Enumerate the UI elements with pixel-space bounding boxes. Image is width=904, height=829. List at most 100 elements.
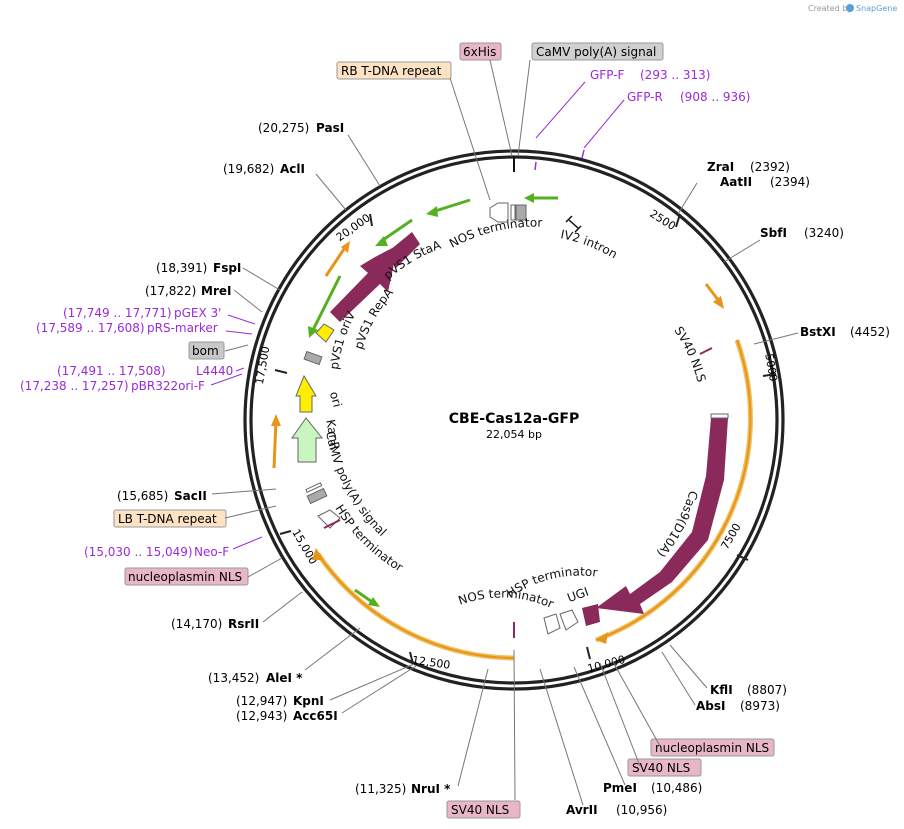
enzyme-sacii-pos: (15,685) [117, 489, 168, 503]
enzyme-absi-pos: (8973) [740, 699, 780, 713]
tick-label-17500: 17,500 [253, 345, 272, 385]
tick-label-5000: 5000 [762, 353, 780, 383]
label-box-nucleoplasmin-right [650, 738, 775, 757]
cds-arc-right-core [595, 339, 752, 641]
cds-arc-bottom-head [312, 548, 324, 560]
enzyme-fspi-pos: (18,391) [156, 261, 207, 275]
primer-leader-lines [210, 81, 625, 550]
enzyme-avrii-pos: (10,956) [616, 803, 667, 817]
label-rb-tdna: RB T-DNA repeat [341, 64, 442, 78]
enzyme-labels: ZraI (2392) AatII (2394) SbfI (3240) Bst… [117, 121, 890, 817]
enzyme-mrei-pos: (17,822) [145, 284, 196, 298]
feature-label-ugi: UGI [565, 585, 590, 606]
leader-lines [211, 59, 799, 806]
kanr-arrow [291, 417, 324, 463]
feature-label-iv2: IV2 intron [559, 227, 619, 261]
enzyme-kpni: KpnI [293, 694, 324, 708]
enzyme-rsrii: RsrII [228, 617, 259, 631]
hsp-terminator-bottom-shape [559, 609, 579, 631]
label-box-sv40-right [627, 758, 702, 777]
tick-label-15000: 15,000 [289, 527, 320, 567]
enzyme-nrui-pos: (11,325) [355, 782, 406, 796]
enzyme-bstxi: BstXI [800, 325, 836, 339]
ugi-arrow [582, 604, 600, 626]
primer-pbr322ori-f: pBR322ori-F [131, 379, 205, 393]
label-camv-top: CaMV poly(A) signal [536, 45, 656, 59]
enzyme-alei-pos: (13,452) [208, 671, 259, 685]
enzyme-sbfi-pos: (3240) [804, 226, 844, 240]
label-sv40-bottom: SV40 NLS [451, 803, 509, 817]
enzyme-kpni-pos: (12,947) [236, 694, 287, 708]
enzyme-fspi: FspI [213, 261, 241, 275]
label-sv40-right: SV40 NLS [632, 761, 690, 775]
credit-prefix: Created by [808, 4, 852, 13]
primer-gfp-f: GFP-F [590, 68, 625, 82]
feature-label-kanr: KanR [323, 418, 342, 451]
camv-shape [305, 482, 328, 505]
primer-prs-marker: pRS-marker [147, 321, 218, 335]
enzyme-aatii-pos: (2394) [770, 175, 810, 189]
enzyme-pmei: PmeI [603, 781, 637, 795]
cds-arc-bottom [315, 552, 515, 661]
enzyme-acc65i-pos: (12,943) [236, 709, 287, 723]
enzyme-pasi: PasI [316, 121, 344, 135]
plasmid-size: 22,054 bp [486, 428, 542, 441]
enzyme-alei: AleI * [266, 671, 303, 685]
label-6xhis: 6xHis [463, 45, 496, 59]
enzyme-kfli: KflI [710, 683, 733, 697]
sv40-nls-marker [699, 347, 713, 355]
enzyme-bstxi-pos: (4452) [850, 325, 890, 339]
orange-arrow-left [272, 419, 278, 469]
enzyme-kfli-pos: (8807) [747, 683, 787, 697]
label-box-rb-tdna [336, 61, 452, 80]
ori-arrow [295, 374, 317, 413]
primer-neo-f: Neo-F [194, 545, 229, 559]
primer-pgex3-pos: (17,749 .. 17,771) [63, 306, 172, 320]
enzyme-absi: AbsI [696, 699, 725, 713]
primer-l4440-pos: (17,491 .. 17,508) [57, 364, 166, 378]
enzyme-pmei-pos: (10,486) [651, 781, 702, 795]
enzyme-nrui: NruI * [411, 782, 451, 796]
enzyme-mrei: MreI [201, 284, 231, 298]
gfp-r-marker [581, 149, 585, 159]
label-box-bom [188, 341, 225, 360]
label-box-camv-top [531, 42, 664, 61]
orange-arrow-upper-left [324, 245, 348, 277]
primer-gfp-r-pos: (908 .. 936) [680, 90, 750, 104]
primer-l4440: L4440 [196, 364, 233, 378]
primer-pbr322ori-f-pos: (17,238 .. 17,257) [20, 379, 129, 393]
primer-labels: GFP-F (293 .. 313) GFP-R (908 .. 936) pG… [20, 68, 750, 559]
enzyme-acli: AclI [280, 162, 305, 176]
tick-label-12500: 12,500 [411, 654, 451, 672]
enzyme-acc65i: Acc65I [293, 709, 338, 723]
green-arrows [308, 193, 558, 607]
feature-label-nos-top: NOS terminator [447, 216, 543, 251]
feature-label-ori: ori [327, 390, 345, 409]
pvs1-oriv-shape [315, 323, 335, 343]
enzyme-zrai-pos: (2392) [750, 160, 790, 174]
hsp-terminator-left-shape [317, 509, 341, 529]
nos-terminator-top-shape [489, 202, 527, 223]
label-bom: bom [192, 344, 219, 358]
primer-pgex3: pGEX 3' [174, 306, 221, 320]
label-box-sv40-bottom [446, 800, 521, 819]
enzyme-aatii: AatII [720, 175, 752, 189]
primer-prs-marker-pos: (17,589 .. 17,608) [36, 321, 145, 335]
cds-arc-right-head [596, 632, 608, 644]
plasmid-name: CBE-Cas12a-GFP [449, 411, 579, 427]
primer-gfp-r: GFP-R [627, 90, 663, 104]
bom-shape [303, 350, 323, 366]
primer-neo-f-pos: (15,030 .. 15,049) [84, 545, 193, 559]
label-box-6xhis [459, 42, 502, 61]
snapgene-logo-icon [846, 4, 854, 12]
label-nucleoplasmin-left: nucleoplasmin NLS [128, 570, 242, 584]
enzyme-sbfi: SbfI [760, 226, 787, 240]
label-nucleoplasmin-right: nucleoplasmin NLS [655, 741, 769, 755]
nos-terminator-bottom-shape [543, 613, 561, 635]
enzyme-pasi-pos: (20,275) [258, 121, 309, 135]
enzyme-sacii: SacII [174, 489, 207, 503]
cas9-d10a-arrow [596, 418, 728, 614]
small-orange-arrow-head [713, 296, 724, 309]
feature-label-sv40-nls: SV40 NLS [672, 324, 709, 384]
